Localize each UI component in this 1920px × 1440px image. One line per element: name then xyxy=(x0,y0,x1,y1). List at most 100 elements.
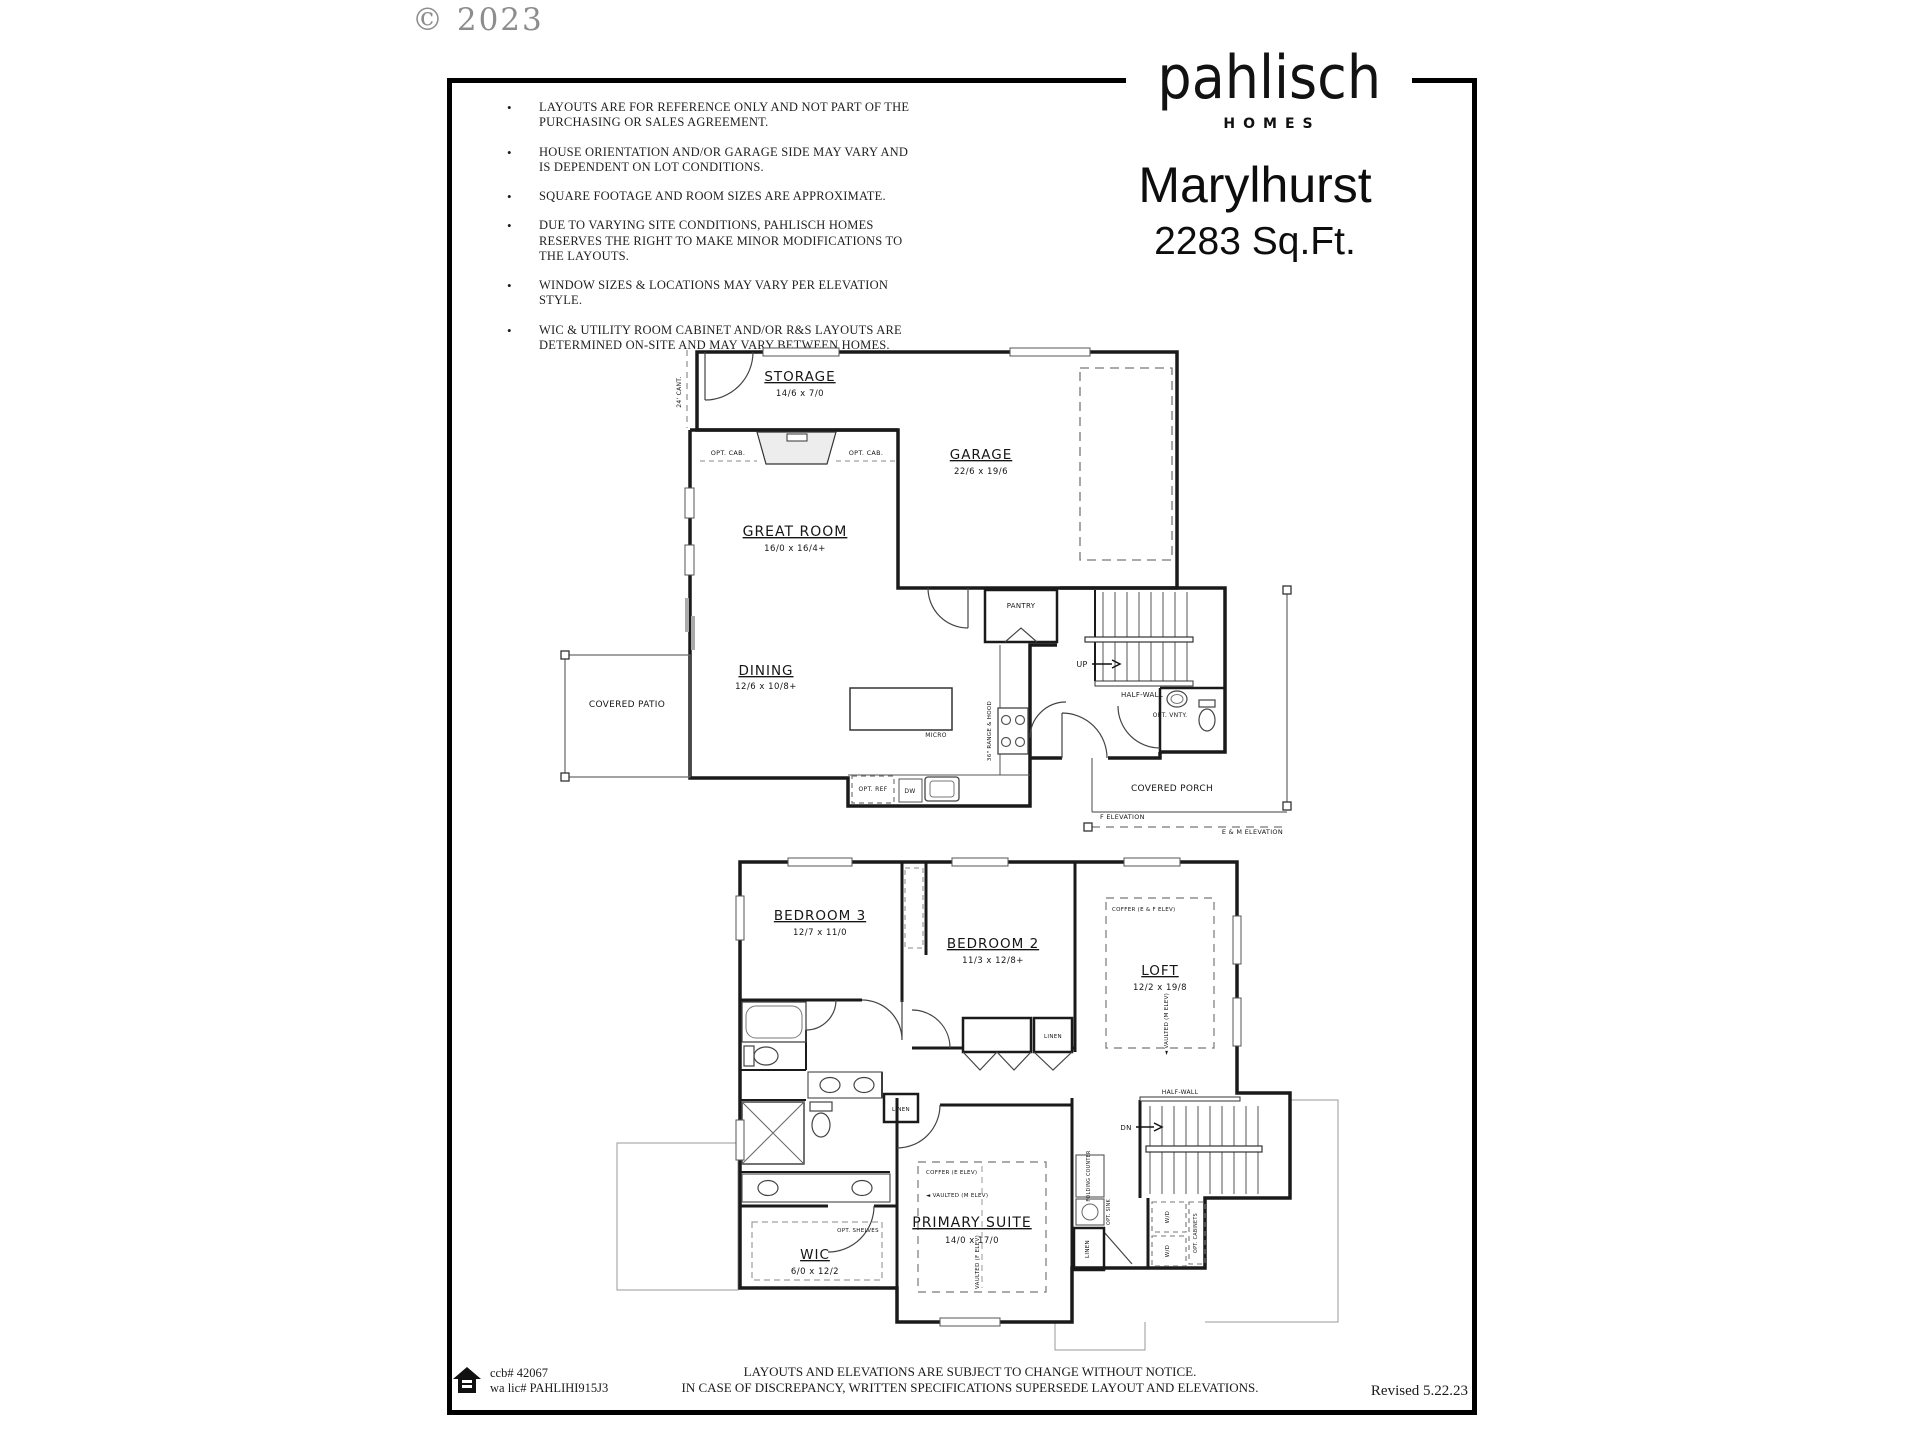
kitchen-sink-basin xyxy=(929,780,955,798)
primary-coffer-outline xyxy=(917,1161,1047,1293)
laundry-sink xyxy=(1081,1203,1099,1221)
opt-ref-box xyxy=(851,775,895,804)
bedroom2-label: BEDROOM 2 xyxy=(947,936,1039,952)
washer-dryer-boxes xyxy=(1151,1201,1206,1267)
laundry-sink-cab xyxy=(1075,1198,1105,1226)
half-wall-label: HALF-WALL xyxy=(1121,691,1163,699)
wic-label: WIC xyxy=(800,1247,830,1263)
disclaimer-item: SQUARE FOOTAGE AND ROOM SIZES ARE APPROX… xyxy=(505,189,910,205)
roof-outlines xyxy=(616,1099,1339,1351)
storage-label: STORAGE xyxy=(764,369,835,385)
main-floor-walls xyxy=(688,350,1227,808)
primary-coffer-label: COFFER (E ELEV) xyxy=(926,1170,977,1176)
toilet-tank xyxy=(1198,699,1216,708)
em-elevation-label: E & M ELEVATION xyxy=(1222,828,1283,836)
kitchen-island xyxy=(849,687,953,731)
main-floor-plan: STORAGE 14/6 x 7/0 GARAGE 22/6 x 19/6 GR… xyxy=(560,347,1292,836)
opt-cab-label: OPT. CAB. xyxy=(849,449,884,457)
garage-dims: 22/6 x 19/6 xyxy=(954,467,1008,477)
brand-homes-label: HOMES xyxy=(1223,116,1321,132)
upper-half-wall xyxy=(1139,1096,1241,1102)
opt-ref-label: OPT. REF xyxy=(859,786,888,793)
primary-vaulted-f-label: VAULTED (F ELEV) xyxy=(975,1235,981,1289)
powder-sink-basin xyxy=(1170,694,1184,704)
f-elevation-label: F ELEVATION xyxy=(1100,813,1145,821)
opt-cabinets-label: OPT. CABINETS xyxy=(1193,1213,1199,1253)
kitchen-sink xyxy=(924,776,960,802)
range-burners xyxy=(1000,714,1026,748)
porch-corner-posts xyxy=(1083,585,1292,832)
cantilever-label: 24' CANT. xyxy=(676,376,683,408)
fireplace-insert xyxy=(786,433,808,442)
linen-label: LINEN xyxy=(1044,1034,1062,1040)
kitchen-door-arc xyxy=(1029,701,1067,739)
opt-shelves-label: OPT. SHELVES xyxy=(837,1228,879,1234)
bedroom2-closet xyxy=(961,1016,1033,1054)
opt-sink-label: OPT. SINK xyxy=(1106,1198,1112,1225)
toilet-bowl xyxy=(811,1112,831,1138)
hall-bath-vanity xyxy=(807,1071,883,1099)
toilet-tank xyxy=(809,1101,833,1112)
laundry-linen-label: LINEN xyxy=(1085,1240,1091,1258)
disclaimer-item: WINDOW SIZES & LOCATIONS MAY VARY PER EL… xyxy=(505,278,910,309)
wd-label: W/D xyxy=(1165,1211,1171,1223)
patio-corner-posts xyxy=(560,650,570,782)
toilet-bowl xyxy=(753,1046,779,1066)
primary-suite-dims: 14/0 x 17/0 xyxy=(945,1236,999,1246)
bathtub xyxy=(741,1001,807,1043)
wa-license-number: wa lic# PAHLIHI915J3 xyxy=(490,1381,609,1395)
primary-suite-label: PRIMARY SUITE xyxy=(912,1215,1031,1231)
toilet-bowl xyxy=(1198,708,1216,732)
primary-vaulted-m-label: ◄ VAULTED (M ELEV) xyxy=(926,1193,988,1199)
dining-dims: 12/6 x 10/8+ xyxy=(735,682,797,692)
garage-dashed-bay xyxy=(1079,367,1173,561)
storage-door-arc xyxy=(704,351,754,401)
bedroom3-dims: 12/7 x 11/0 xyxy=(793,928,847,938)
dishwasher-label: DW xyxy=(904,788,915,795)
loft-dims: 12/2 x 19/8 xyxy=(1133,983,1187,993)
closet-chase xyxy=(904,867,924,949)
disclaimer-list: LAYOUTS ARE FOR REFERENCE ONLY AND NOT P… xyxy=(505,100,910,367)
dn-label: DN xyxy=(1120,1124,1131,1132)
opt-shelves-outline xyxy=(751,1221,883,1281)
opt-vanity-label: OPT. VNTY. xyxy=(1153,712,1188,719)
micro-label: MICRO xyxy=(925,732,947,739)
footer-disclaimer-line1: LAYOUTS AND ELEVATIONS ARE SUBJECT TO CH… xyxy=(743,1364,1197,1379)
folding-counter-label: FOLDING COUNTER xyxy=(1086,1150,1092,1202)
powder-door-arc xyxy=(1117,705,1161,749)
equal-housing-icon xyxy=(453,1367,481,1393)
upper-floor-walls xyxy=(738,860,1292,1324)
range-hood-label: 36" RANGE & HOOD xyxy=(987,701,993,761)
primary-vanity xyxy=(741,1173,891,1203)
entry-door-arc xyxy=(1061,712,1108,759)
vanity-sinks xyxy=(819,1076,875,1094)
brand-wordmark: pahlisch xyxy=(1157,43,1381,113)
loft-coffer-label: COFFER (E & F ELEV) xyxy=(1112,907,1175,913)
folding-counter xyxy=(1075,1154,1105,1198)
brand-logo: pahlisch xyxy=(1126,38,1412,118)
opt-cab-label: OPT. CAB. xyxy=(711,449,746,457)
upper-door-arcs xyxy=(805,999,1133,1265)
disclaimer-item: DUE TO VARYING SITE CONDITIONS, PAHLISCH… xyxy=(505,218,910,264)
stair-handrail xyxy=(1084,636,1194,643)
covered-patio-label: COVERED PATIO xyxy=(589,700,665,710)
covered-patio-outline xyxy=(564,654,691,778)
footer-disclaimer: LAYOUTS AND ELEVATIONS ARE SUBJECT TO CH… xyxy=(660,1364,1280,1395)
disclaimer-item: HOUSE ORIENTATION AND/OR GARAGE SIDE MAY… xyxy=(505,145,910,176)
half-wall-line xyxy=(1094,680,1194,687)
garage-label: GARAGE xyxy=(950,447,1013,463)
up-arrow xyxy=(1092,659,1122,669)
great-room-label: GREAT ROOM xyxy=(743,524,848,540)
bathtub-basin xyxy=(745,1005,803,1039)
covered-porch-lines xyxy=(1091,590,1288,813)
powder-sink xyxy=(1166,690,1188,708)
shower-x xyxy=(741,1101,805,1165)
upper-half-wall-label: HALF-WALL xyxy=(1162,1089,1199,1096)
upper-stair-handrail xyxy=(1145,1145,1263,1153)
ccb-number: ccb# 42067 xyxy=(490,1366,548,1380)
bedroom3-label: BEDROOM 3 xyxy=(774,908,866,924)
plan-square-footage: 2283 Sq.Ft. xyxy=(1154,220,1356,263)
garage-door-arc xyxy=(927,587,969,629)
